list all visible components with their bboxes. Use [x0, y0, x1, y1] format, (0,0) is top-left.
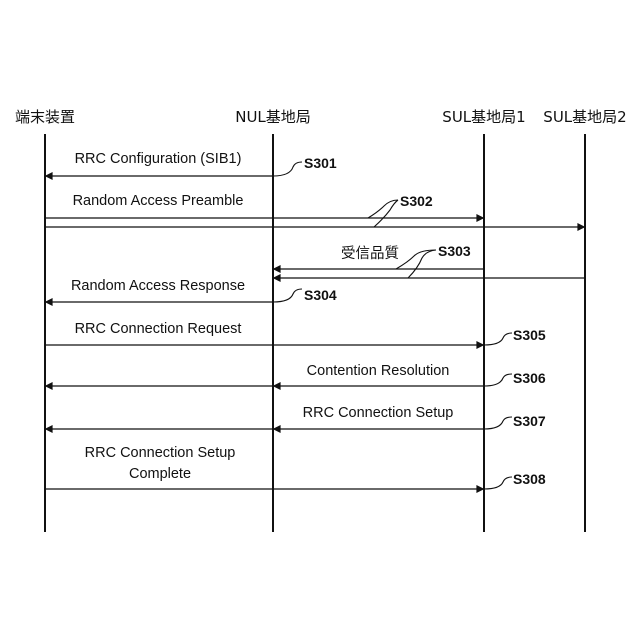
leader-s304 [273, 289, 302, 302]
message-rrc-connection-request: RRC Connection Request [75, 321, 242, 337]
message-reception-quality: 受信品質 [341, 244, 399, 262]
step-s303: S303 [438, 243, 471, 259]
message-random-access-preamble: Random Access Preamble [73, 193, 244, 209]
leader-s303-b [408, 250, 436, 278]
leader-s303-a [396, 250, 436, 269]
leader-s302-a [368, 200, 398, 218]
step-s307: S307 [513, 413, 546, 429]
message-rrc-connection-setup: RRC Connection Setup [303, 405, 454, 421]
message-rrc-connection-setup-complete-line2: Complete [129, 466, 191, 482]
message-rrc-connection-setup-complete-line1: RRC Connection Setup [85, 445, 236, 461]
step-s306: S306 [513, 370, 546, 386]
entity-terminal: 端末装置 [15, 108, 75, 126]
message-random-access-response: Random Access Response [71, 278, 245, 294]
message-contention-resolution: Contention Resolution [307, 363, 450, 379]
leader-s308 [484, 477, 512, 489]
message-rrc-configuration: RRC Configuration (SIB1) [75, 151, 242, 167]
entity-sul-base-station-2: SUL基地局2 [543, 108, 626, 126]
step-s304: S304 [304, 287, 337, 303]
entity-sul-base-station-1: SUL基地局1 [442, 108, 525, 126]
entity-nul-base-station: NUL基地局 [235, 108, 311, 126]
step-s308: S308 [513, 471, 546, 487]
leader-s305 [484, 333, 512, 345]
step-s302: S302 [400, 193, 433, 209]
leader-s307 [484, 417, 512, 429]
leader-s301 [273, 162, 302, 176]
leader-s306 [484, 374, 512, 386]
step-s305: S305 [513, 327, 546, 343]
step-s301: S301 [304, 155, 337, 171]
